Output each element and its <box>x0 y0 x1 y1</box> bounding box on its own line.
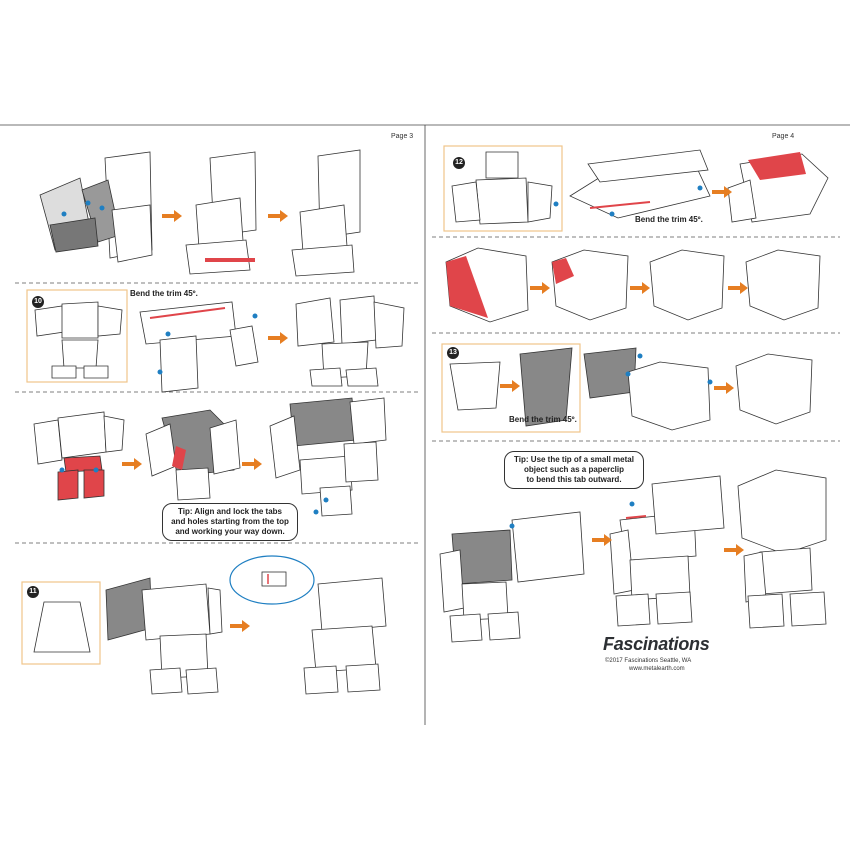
tip1-line2: and holes starting from the top <box>171 517 289 526</box>
orange-arrow-1 <box>162 210 182 222</box>
step-13-badge: 13 <box>447 347 459 359</box>
brand-logo: Fascinations <box>603 634 710 654</box>
blue-markers-row6 <box>509 501 635 529</box>
tip2-line1: Tip: Use the tip of a small metal <box>514 455 634 464</box>
brand-copyright: ©2017 Fascinations Seattle, WA <box>605 658 692 664</box>
red-fold-mark <box>172 446 186 470</box>
step-12-callout: Bend the trim 45º. <box>635 215 703 224</box>
step-10-box <box>26 289 128 383</box>
tip-bend-tab: Tip: Use the tip of a small metal object… <box>504 451 644 489</box>
step-12-box <box>443 145 563 232</box>
row2-right-illustration <box>445 247 821 323</box>
red-panel-12 <box>748 152 806 180</box>
red-trim-mark <box>205 258 255 262</box>
page-number-right: Page 4 <box>772 133 795 140</box>
orange-arrow-10 <box>728 282 748 294</box>
blue-markers-row1 <box>61 200 105 217</box>
zoom-tab-detail <box>261 571 287 587</box>
orange-arrow-5 <box>242 458 262 470</box>
orange-arrow-9 <box>630 282 650 294</box>
orange-arrow-7 <box>712 186 732 198</box>
orange-arrow-6 <box>230 620 250 632</box>
orange-arrow-3 <box>268 332 288 344</box>
row3-right-illustration <box>449 347 813 431</box>
red-corner-mark <box>552 258 574 284</box>
row2-left-illustration <box>34 295 405 393</box>
page-number-left: Page 3 <box>391 133 414 140</box>
step-10-badge: 10 <box>32 296 44 308</box>
red-trim-line-12 <box>589 201 651 209</box>
row4-left-illustration <box>33 577 387 695</box>
orange-arrow-8 <box>530 282 550 294</box>
step-11-box <box>21 581 101 665</box>
row4-right-illustration <box>439 469 827 643</box>
red-tab-mark <box>625 515 647 519</box>
orange-arrow-2 <box>268 210 288 222</box>
tip2-line2: object such as a paperclip <box>523 465 625 474</box>
red-trim-line-10 <box>149 307 226 319</box>
step-13-callout: Bend the trim 45º. <box>509 415 577 424</box>
orange-arrow-4 <box>122 458 142 470</box>
orange-arrow-14 <box>724 544 744 556</box>
row3-left-illustration <box>33 397 387 517</box>
tip1-line3: and working your way down. <box>175 527 285 536</box>
tip2-line3: to bend this tab outward. <box>526 475 622 484</box>
step-13-box <box>441 343 581 433</box>
step-10-callout: Bend the trim 45º. <box>130 289 198 298</box>
orange-arrow-11 <box>500 380 520 392</box>
brand-website: www.metalearth.com <box>629 666 685 672</box>
red-side-panel <box>446 256 488 318</box>
orange-arrow-13 <box>592 534 612 546</box>
blue-markers-row5 <box>625 353 713 385</box>
brand-info: ©2017 Fascinations Seattle, WA www.metal… <box>605 657 691 673</box>
blue-markers-row2 <box>157 313 258 375</box>
orange-arrow-12 <box>714 382 734 394</box>
tip-align-tabs: Tip: Align and lock the tabs and holes s… <box>162 503 298 541</box>
step-11-badge: 11 <box>27 586 39 598</box>
row1-left-illustration <box>39 149 361 277</box>
blue-markers-row3 <box>59 467 329 515</box>
step-12-badge: 12 <box>453 157 465 169</box>
tip1-line1: Tip: Align and lock the tabs <box>177 507 282 516</box>
blue-markers-row4 <box>553 185 703 217</box>
